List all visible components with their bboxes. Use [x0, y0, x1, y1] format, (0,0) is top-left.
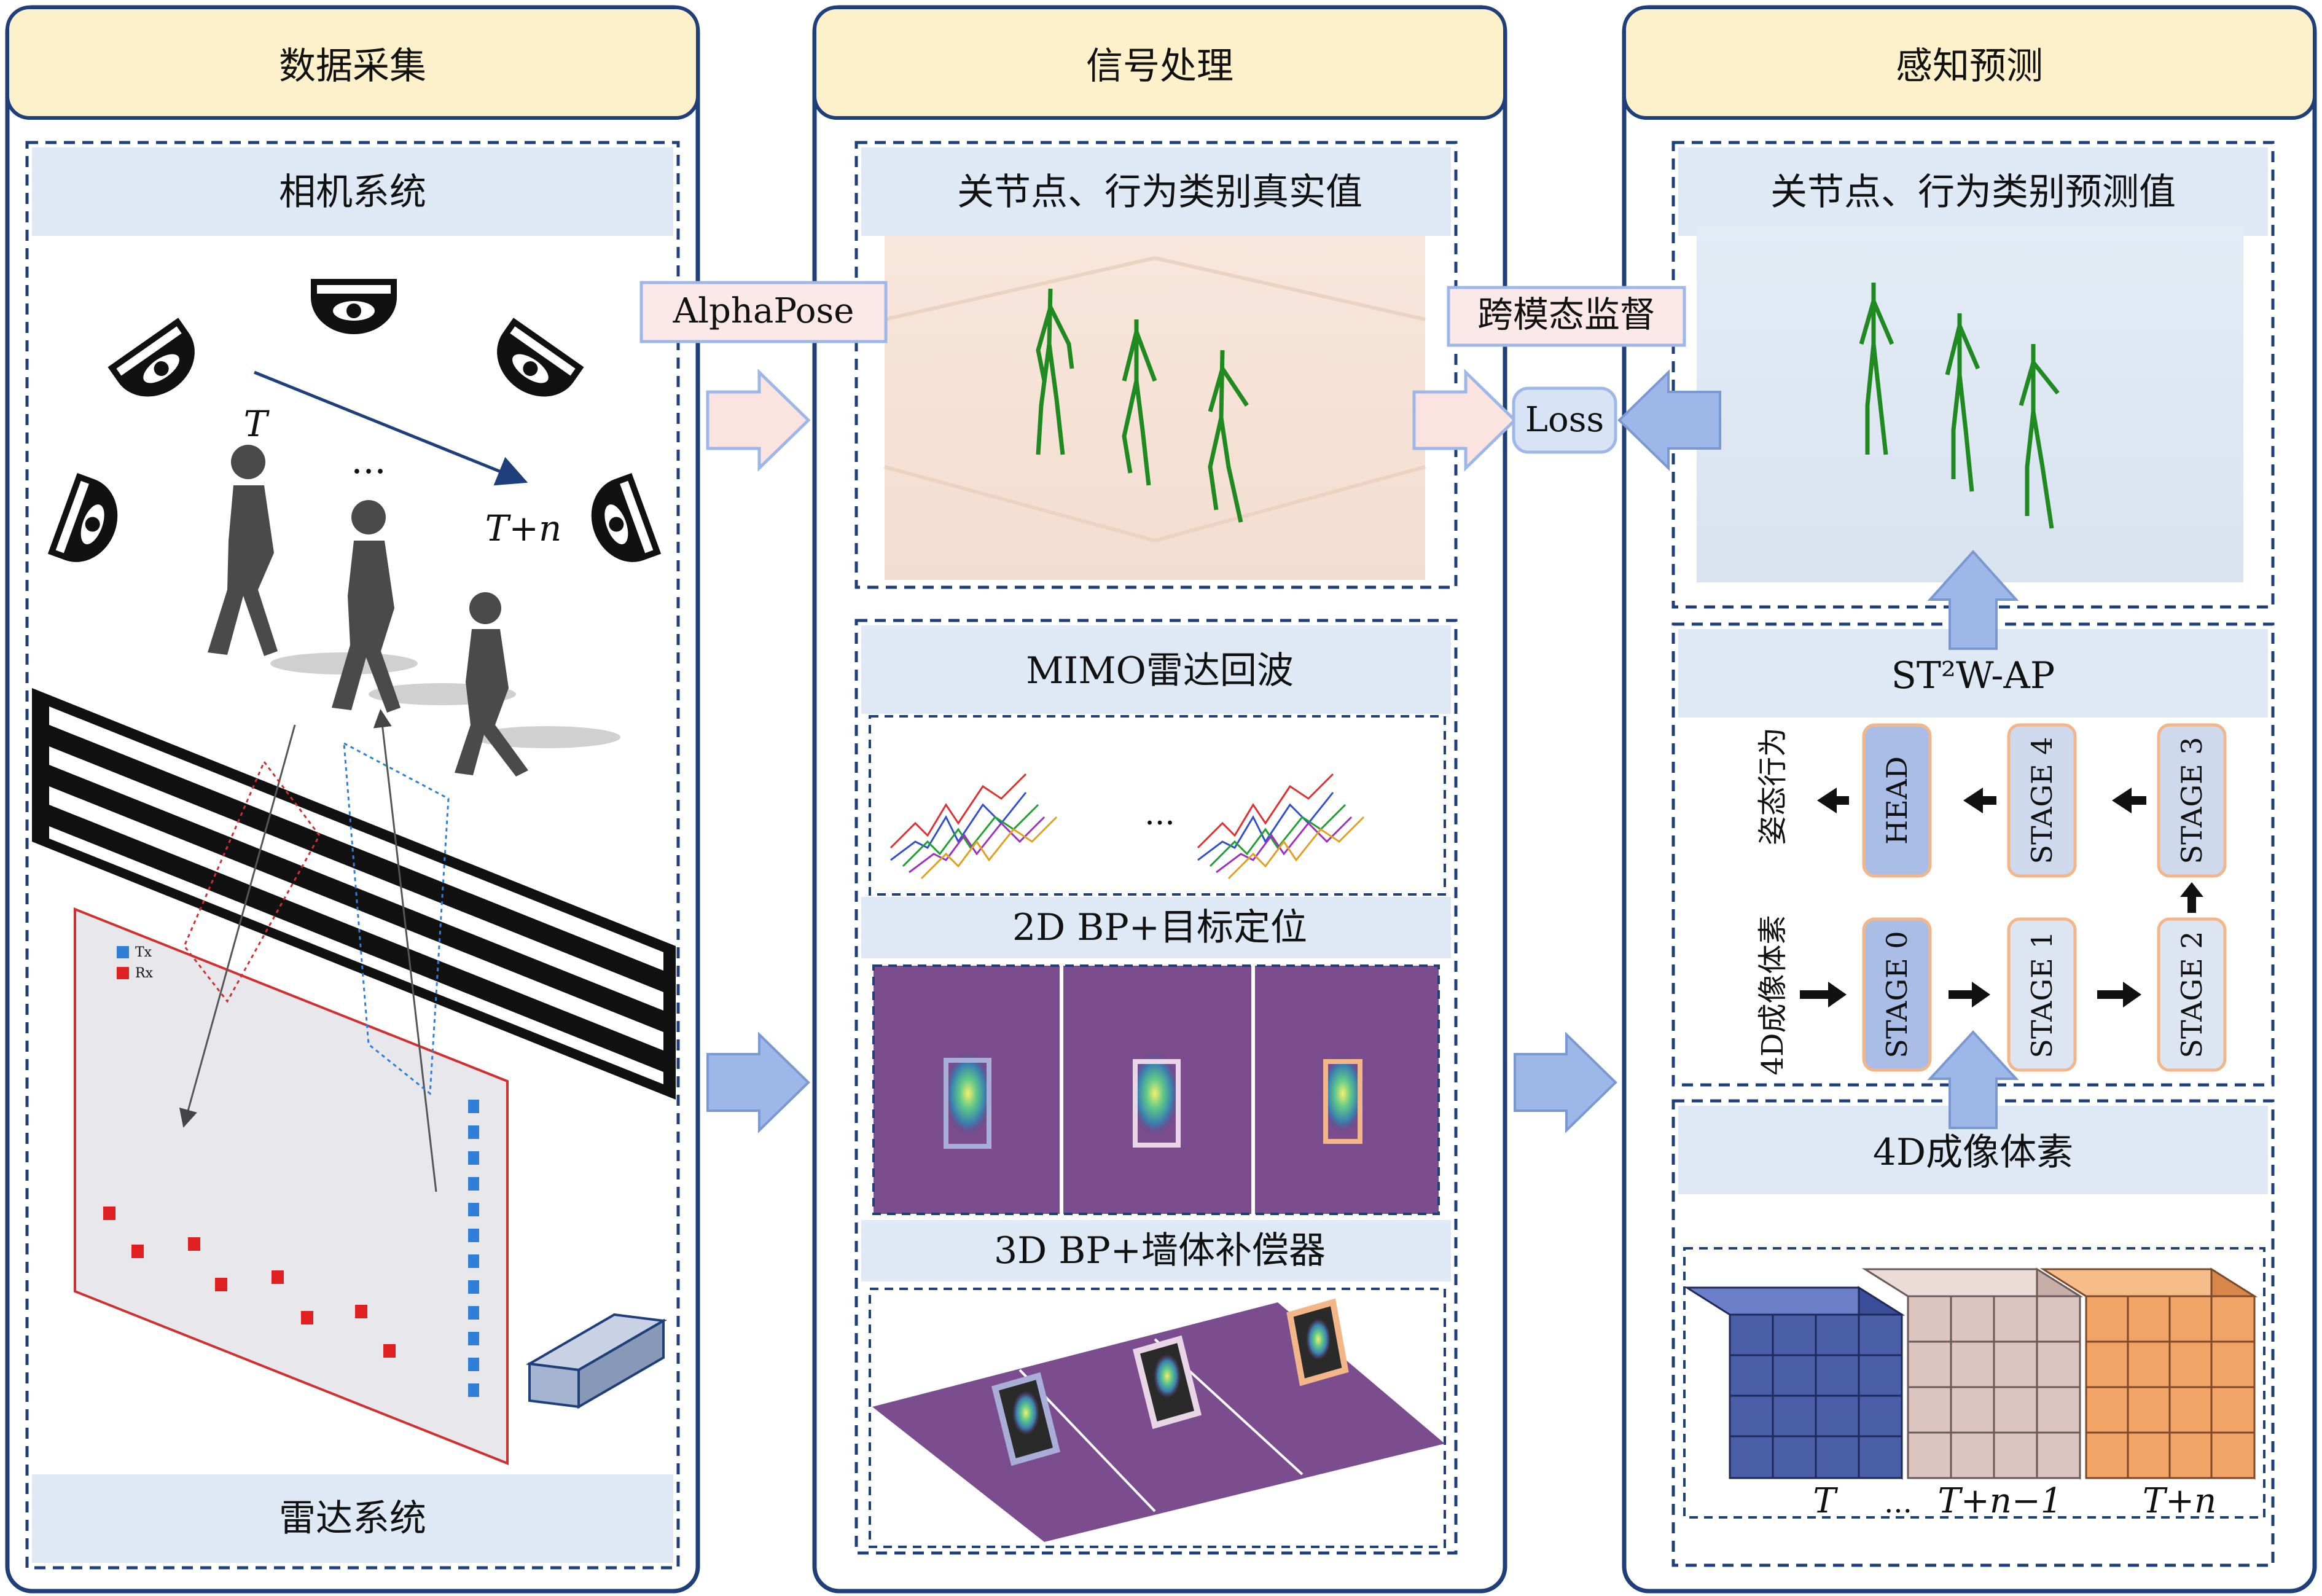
blue-arrow-to-loss	[1617, 369, 1721, 471]
camera-system-band	[32, 147, 673, 236]
stage4-block: STAGE 4	[2025, 737, 2058, 864]
prediction-label: 关节点、行为类别预测值	[1770, 171, 2176, 214]
processing-header	[813, 6, 1507, 120]
ground-truth-panel	[854, 141, 1458, 589]
perception-column: 感知预测 关节点、行为类别预测值 ST²W-AP 姿态行为 4D成像体素 HEA…	[1622, 5, 2317, 1594]
room-scene-pred	[1697, 226, 2243, 582]
room-scene-gt	[885, 236, 1425, 580]
acquisition-column: 数据采集 相机系统	[5, 5, 700, 1594]
ground-truth-label: 关节点、行为类别真实值	[957, 171, 1362, 214]
cross-modal-box	[1447, 286, 1686, 347]
head-block: HEAD	[1880, 756, 1914, 845]
voxel-time-dots: ...	[1884, 1485, 1912, 1520]
camera-icon	[497, 318, 584, 397]
camera-icon	[47, 472, 118, 562]
echo-plots	[869, 715, 1446, 896]
stage0-block: STAGE 0	[1880, 931, 1914, 1058]
voxel-label: 4D成像体素	[1873, 1131, 2073, 1174]
perception-title: 感知预测	[1896, 45, 2043, 88]
voxel-time-t: T	[1813, 1481, 1838, 1521]
alphapose-box	[639, 281, 888, 343]
pink-arrow-to-loss	[1412, 369, 1517, 472]
bp2d-images	[872, 964, 1440, 1215]
person-silhouette	[455, 592, 620, 776]
loss-box	[1512, 386, 1617, 454]
echo-waterfall	[889, 773, 1365, 880]
network-blocks	[1862, 723, 2227, 1072]
network-label: ST²W-AP	[1891, 654, 2055, 697]
processing-title: 信号处理	[1086, 45, 1233, 88]
processing-column: 信号处理 关节点、行为类别真实值 MIMO雷达回波 ...	[812, 5, 1507, 1594]
voxel-cube	[1683, 1286, 1906, 1480]
radar-processing-panel	[854, 619, 1458, 1555]
acquisition-header	[6, 6, 700, 120]
voxel-cube	[1861, 1267, 2084, 1480]
acquisition-panel	[25, 141, 680, 1570]
stage3-block: STAGE 3	[2175, 737, 2208, 864]
voxel-time-tn1: T+n−1	[1938, 1481, 2063, 1521]
up-arrow-to-prediction	[1927, 550, 2019, 650]
camera-icon	[591, 472, 662, 562]
legend-rx: Rx	[135, 966, 154, 981]
stage2-block: STAGE 2	[2175, 931, 2208, 1058]
up-arrow-to-network	[1927, 1030, 2019, 1129]
radar-array-plane: Tx Rx	[74, 709, 509, 1465]
camera-icon	[108, 318, 195, 397]
network-flow-arrows	[1800, 788, 2203, 1007]
skeleton-pred	[1859, 283, 2060, 529]
time-end-label: T+n	[485, 507, 562, 549]
bp3d-label: 3D BP+墙体补偿器	[994, 1229, 1326, 1272]
connectors: AlphaPose 跨模态监督 Loss	[639, 281, 2019, 1133]
skeleton-gt	[1036, 288, 1249, 523]
camera-system-label: 相机系统	[279, 171, 426, 214]
perception-header	[1622, 6, 2316, 120]
wall-grid	[32, 688, 676, 1100]
acquisition-title: 数据采集	[279, 45, 426, 88]
echo-ellipsis: ...	[1144, 796, 1175, 832]
stage1-block: STAGE 1	[2025, 931, 2058, 1058]
legend-tx: Tx	[135, 945, 152, 960]
pink-arrow-right	[706, 369, 811, 472]
radar-device-icon	[525, 1313, 668, 1409]
voxel-cube	[2039, 1267, 2258, 1480]
radar-system-label: 雷达系统	[279, 1497, 426, 1540]
posture-output-label: 姿态行为	[1756, 727, 1790, 845]
alphapose-label: AlphaPose	[673, 291, 854, 331]
voxel-time-tn: T+n	[2143, 1481, 2216, 1521]
voxel-input-label: 4D成像体素	[1756, 915, 1790, 1075]
bp2d-label: 2D BP+目标定位	[1012, 906, 1307, 949]
time-dots: ...	[351, 439, 386, 482]
bp3d-images	[869, 1288, 1446, 1548]
echo-label: MIMO雷达回波	[1026, 649, 1294, 692]
camera-icon	[311, 279, 397, 334]
time-start-label: T	[244, 403, 270, 445]
radar-system-band	[32, 1474, 673, 1563]
cross-modal-label: 跨模态监督	[1477, 294, 1656, 335]
loss-label: Loss	[1525, 400, 1604, 440]
time-arrow	[254, 370, 528, 486]
blue-arrow-right-2	[1514, 1031, 1617, 1133]
blue-arrow-right	[706, 1031, 810, 1133]
